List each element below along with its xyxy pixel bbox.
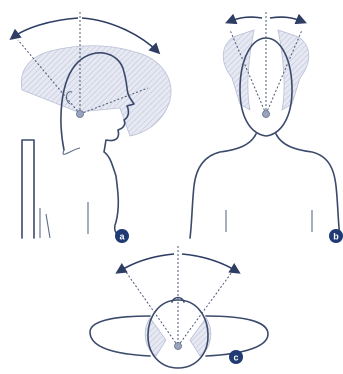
panel-b-rotation-arc-left <box>228 17 262 22</box>
panel-a-shoulder-line <box>63 148 80 154</box>
panel-a-chair-back <box>22 140 34 238</box>
panel-b-badge: b <box>329 229 343 243</box>
panel-c-rotation-arc-left <box>118 254 174 272</box>
panel-b-rotation-arc-right <box>270 17 304 22</box>
panel-b-back-view: b <box>190 12 343 243</box>
panel-a-range-shading <box>21 46 171 136</box>
panel-b-body-lines <box>226 210 312 232</box>
panel-c-shoulders <box>90 316 268 356</box>
panel-c-badge: c <box>229 350 243 364</box>
svg-text:c: c <box>233 353 238 363</box>
panel-b-pivot-point <box>263 111 270 118</box>
svg-text:b: b <box>333 232 339 242</box>
panel-a-pivot-point <box>77 111 84 118</box>
panel-b-shoulders <box>190 134 340 238</box>
panel-c-top-view: c <box>90 246 268 368</box>
panel-a-side-view: a <box>12 12 171 243</box>
panel-c-pivot-point <box>175 343 182 350</box>
panel-a-chair-legs <box>40 202 88 238</box>
panel-c-rotation-arc-right <box>182 254 238 272</box>
panel-a-badge: a <box>115 229 129 243</box>
panel-a-rotation-arc-left <box>12 18 78 38</box>
